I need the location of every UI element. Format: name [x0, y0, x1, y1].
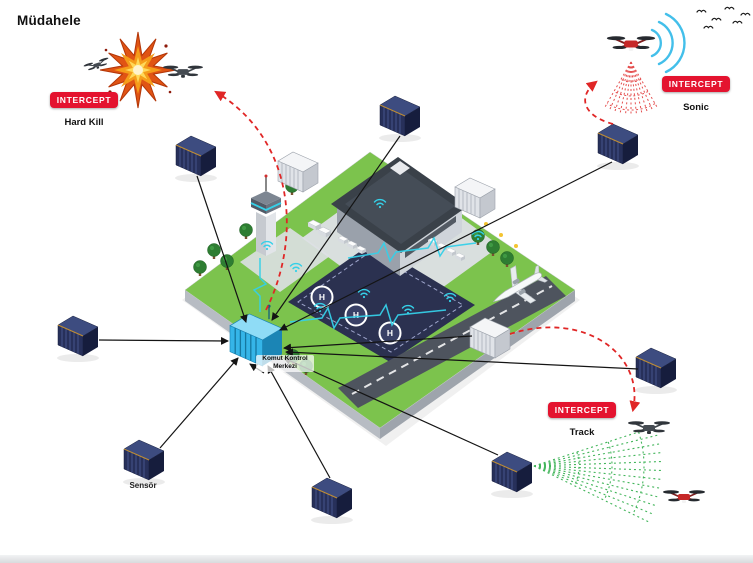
tracked-drone: [627, 420, 671, 435]
page-title: Müdahele: [17, 13, 81, 28]
helipads: H H H: [310, 285, 402, 345]
intercept-badge-hard-kill: INTERCEPT: [50, 92, 118, 108]
intercept-badge-sonic: INTERCEPT: [662, 76, 730, 92]
sensor-container-5: [123, 439, 165, 481]
sound-waves: [650, 12, 686, 74]
bottom-edge-strip: [0, 555, 753, 563]
sensor-container-8: [635, 347, 677, 389]
intercept-routes: [214, 80, 641, 413]
sonic-label: Sonic: [683, 102, 709, 113]
airplane: [492, 264, 548, 304]
sensor-container-7: [491, 451, 533, 493]
helipad-letter: H: [319, 292, 325, 302]
signal-network: [252, 236, 477, 330]
sonic-detection-cone: [604, 61, 658, 114]
birds: [696, 6, 751, 29]
helipad-letter: H: [387, 328, 393, 338]
command-center-label-line1: Komut Kontrol: [262, 355, 308, 362]
sensor-label: Sensör: [129, 481, 157, 490]
sonic-drone: [605, 35, 657, 52]
command-center-label: Komut Kontrol Merkezi: [256, 355, 314, 372]
helipad-apron: H H H: [288, 243, 475, 362]
sensor-container-4: [57, 315, 99, 357]
hard-kill-label: Hard Kill: [64, 117, 104, 128]
track-detection-cone: [533, 425, 662, 523]
runway: [338, 276, 566, 408]
sensor-container-2: [379, 95, 421, 137]
command-center-label-line2: Merkezi: [273, 363, 297, 371]
sensor-container-6: [311, 477, 353, 519]
sensor-container-3: [597, 123, 639, 165]
helipad-letter: H: [353, 310, 359, 320]
tracked-drone-red: [662, 489, 706, 504]
explosion: [99, 31, 177, 109]
sensor-links: [98, 135, 639, 479]
sensor-container-1: [175, 135, 217, 177]
intercept-badge-track: INTERCEPT: [548, 402, 616, 418]
track-label: Track: [569, 427, 595, 438]
sensor-container-9: [277, 151, 319, 193]
